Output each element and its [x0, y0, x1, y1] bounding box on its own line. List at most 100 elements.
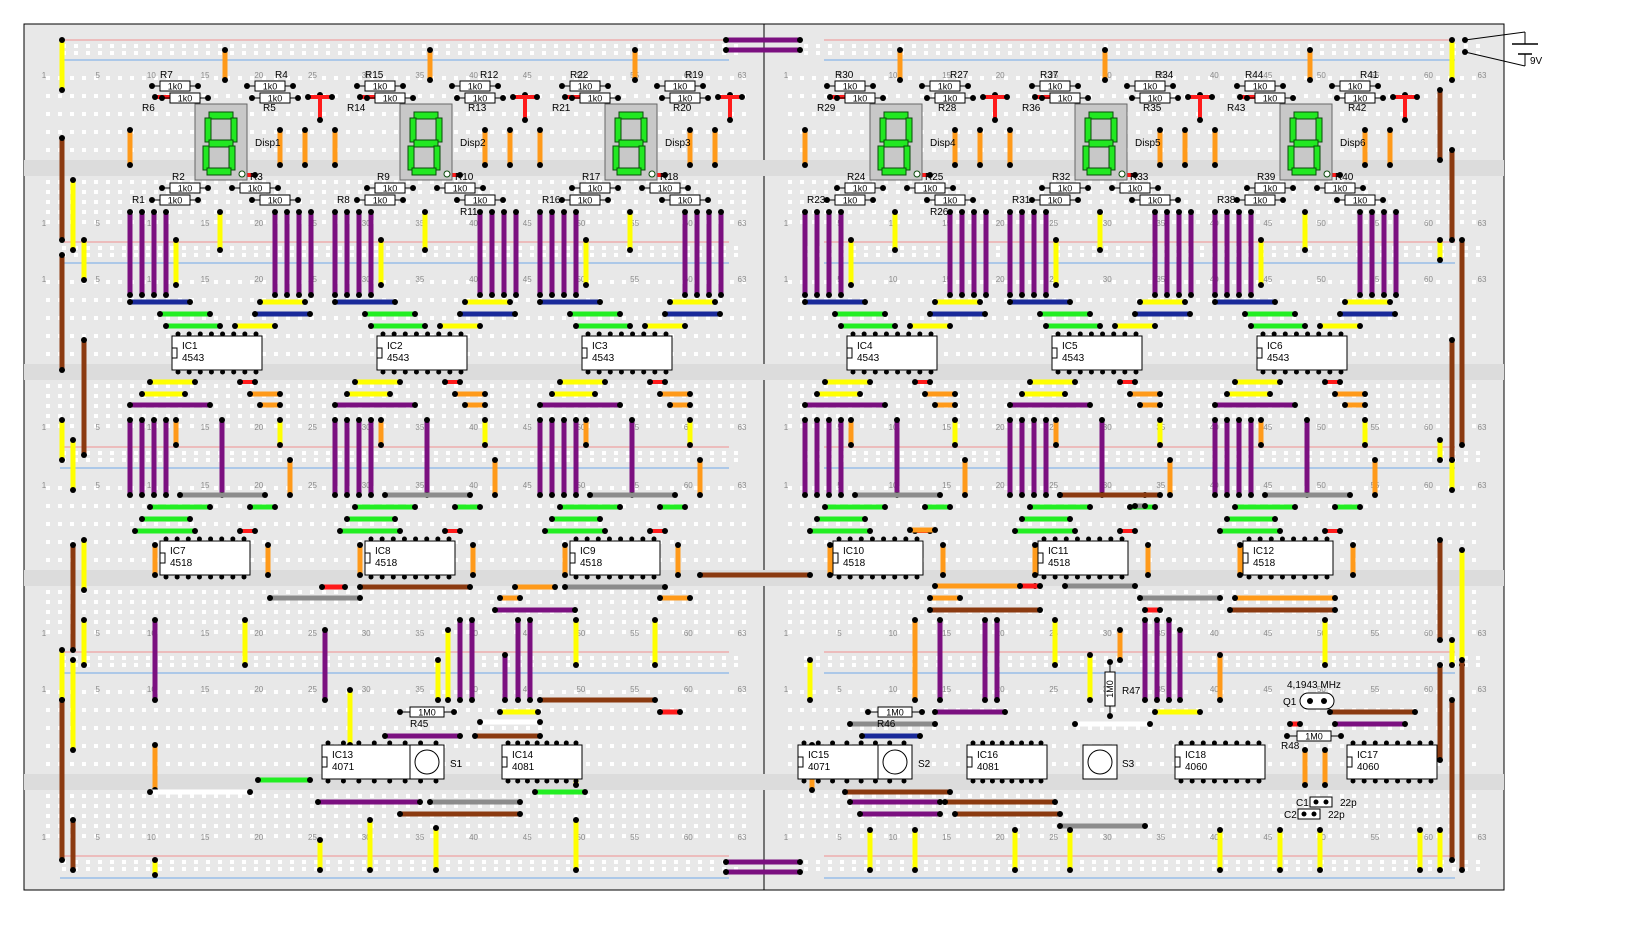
col-number-bottom: 60 [1424, 219, 1433, 228]
switch-label: S2 [918, 759, 931, 770]
wire-end [937, 617, 943, 623]
wire-end [1302, 209, 1308, 215]
wire-end [882, 402, 888, 408]
wire-end [1437, 637, 1443, 643]
wire-end [222, 47, 228, 53]
wire-end [959, 292, 965, 298]
wire-end [442, 528, 448, 534]
ic-part: 4081 [977, 762, 1000, 773]
wire-end [994, 617, 1000, 623]
wire-end [706, 209, 712, 215]
col-number-bottom: 35 [415, 629, 424, 638]
wire-end [814, 516, 820, 522]
wire-end [527, 617, 533, 623]
wire-end [152, 94, 158, 100]
wire-end [1052, 662, 1058, 668]
wire-end [912, 617, 918, 623]
wire-end [482, 417, 488, 423]
wire-end [151, 209, 157, 215]
wire-end [537, 402, 543, 408]
wire-end [826, 417, 832, 423]
wire-end [332, 127, 338, 133]
wire-end [252, 379, 258, 385]
wire-end [382, 492, 388, 498]
wire-end [814, 292, 820, 298]
wire-end [1007, 209, 1013, 215]
wire-end [81, 587, 87, 593]
resistor-value: 1k0 [1333, 184, 1348, 194]
wire-end [687, 402, 693, 408]
wire-end [70, 487, 76, 493]
wire-end [1381, 292, 1387, 298]
wire-end [332, 402, 338, 408]
col-number-bottom: 50 [1317, 423, 1326, 432]
wire-end [838, 323, 844, 329]
segment [880, 118, 886, 142]
wire-end [232, 323, 238, 329]
col-number-bottom: 1 [42, 423, 47, 432]
wire-end [694, 292, 700, 298]
resistor-value: 1k0 [678, 94, 693, 104]
wire-end [662, 311, 668, 317]
ic-name: IC12 [1253, 546, 1275, 557]
wire-end [262, 492, 268, 498]
wire-end [597, 299, 603, 305]
ic-notch [1038, 553, 1043, 563]
wire-end [842, 789, 848, 795]
wire-end [501, 292, 507, 298]
resistor-label: R9 [377, 172, 390, 183]
wire-end [1117, 379, 1123, 385]
resistor-label: R23 [807, 195, 826, 206]
wire-end [207, 311, 213, 317]
wire-end [1237, 572, 1243, 578]
wire-end [147, 379, 153, 385]
resistor-value: 1k0 [268, 196, 283, 206]
wire-end [1176, 209, 1182, 215]
col-number-bottom: 1 [42, 219, 47, 228]
col-number-top: 25 [308, 71, 317, 80]
wire-end [515, 697, 521, 703]
col-number-top: 35 [1156, 275, 1165, 284]
col-number-bottom: 1 [784, 629, 789, 638]
col-number-bottom: 1 [784, 219, 789, 228]
resistor-label: R14 [347, 103, 366, 114]
col-number-bottom: 25 [308, 833, 317, 842]
col-number-bottom: 35 [415, 423, 424, 432]
col-number-bottom: 55 [630, 629, 639, 638]
push-switch [1083, 745, 1117, 779]
ic-notch [1257, 348, 1262, 358]
wire-end [177, 492, 183, 498]
wire-end [1057, 811, 1063, 817]
col-number-bottom: 45 [523, 219, 532, 228]
wire-end [237, 379, 243, 385]
wire-end [81, 617, 87, 623]
ic-part: 4543 [182, 353, 205, 364]
resistor-value: 1M0 [1105, 680, 1115, 698]
col-number-top: 20 [254, 71, 263, 80]
col-number-bottom: 45 [1263, 423, 1272, 432]
wire-end [1277, 379, 1283, 385]
resistor-value: 1k0 [383, 94, 398, 104]
wire-end [852, 492, 858, 498]
wire-end [527, 697, 533, 703]
wire-end [848, 442, 854, 448]
col-number-top: 20 [996, 481, 1005, 490]
wire-end [163, 209, 169, 215]
wire-end [1302, 247, 1308, 253]
wire-end [1043, 209, 1049, 215]
wire-end [814, 209, 820, 215]
col-number-top: 25 [1049, 481, 1058, 490]
resistor-value: 1k0 [1348, 82, 1363, 92]
wire-end [457, 617, 463, 623]
wire-end [802, 162, 808, 168]
wire-end [549, 209, 555, 215]
resistor-value: 1k0 [1353, 94, 1368, 104]
wire-end [1232, 379, 1238, 385]
wire-end [467, 584, 473, 590]
wire-end [1212, 402, 1218, 408]
col-number-bottom: 25 [1049, 833, 1058, 842]
wire-end [287, 492, 293, 498]
segment [906, 118, 912, 142]
ic-part: 4518 [580, 558, 603, 569]
